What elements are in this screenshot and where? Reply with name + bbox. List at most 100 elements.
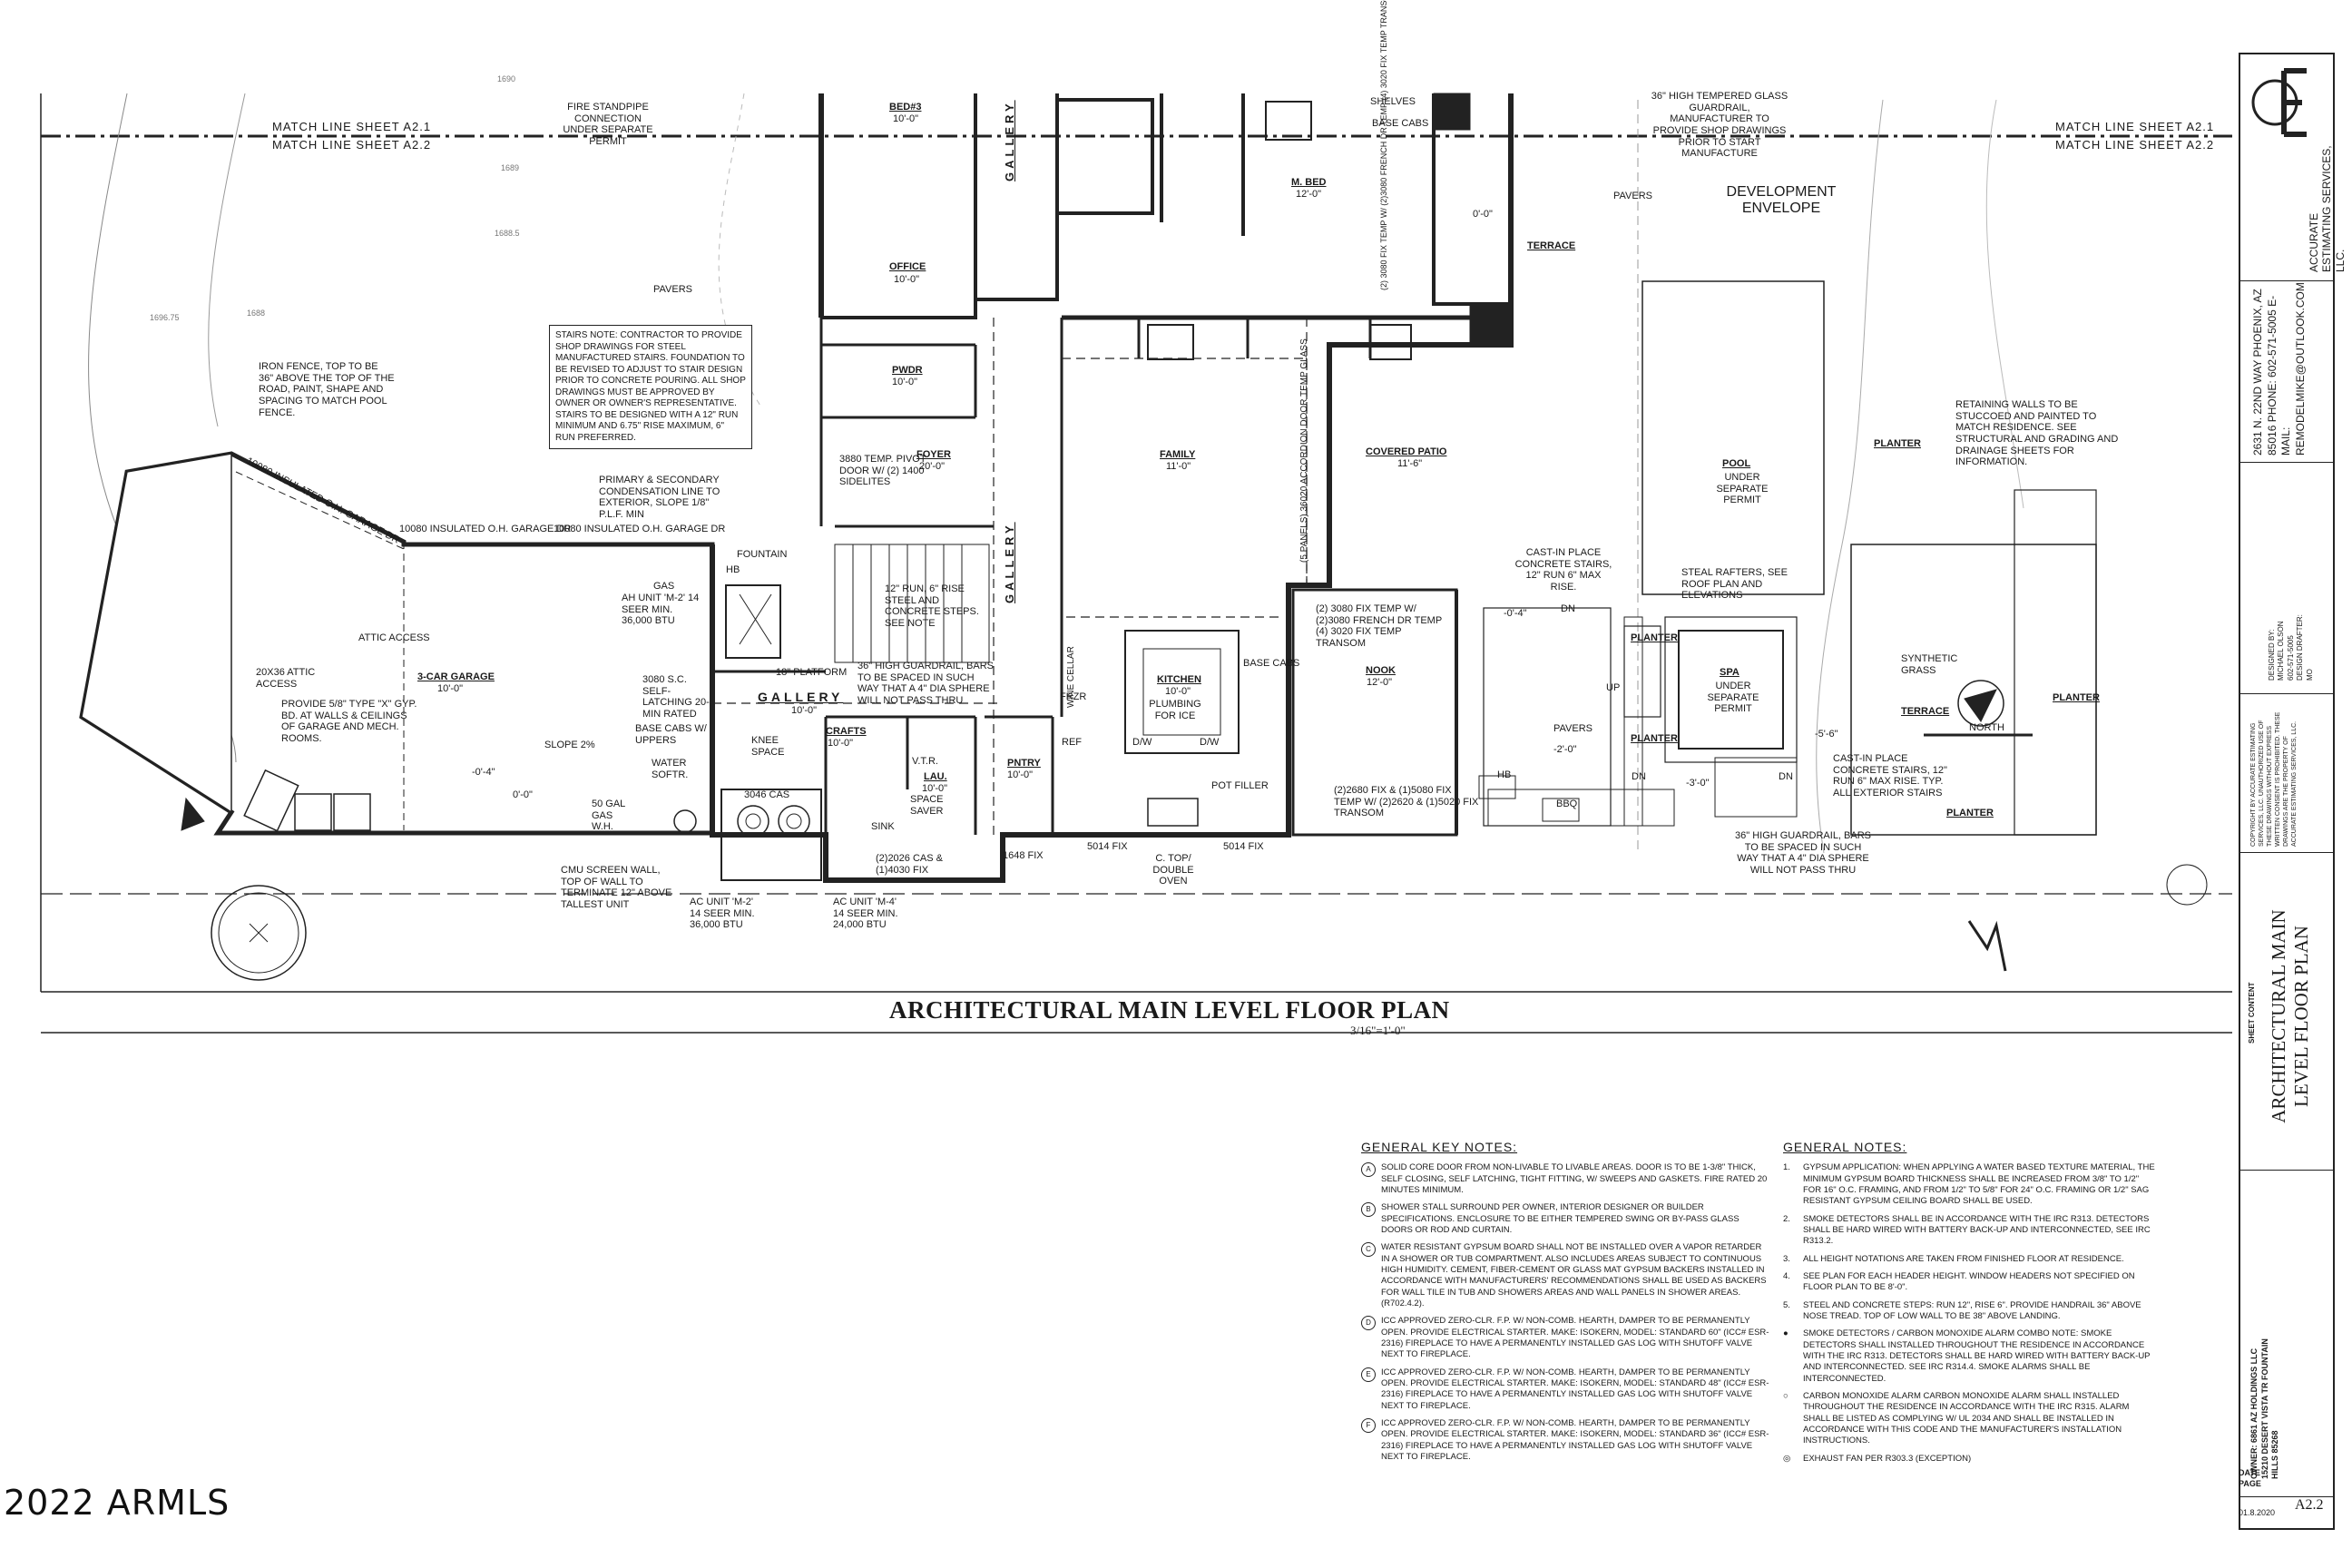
note-number: 3. — [1783, 1253, 1790, 1264]
room-pool: POOL — [1722, 458, 1751, 469]
down-label-3: DN — [1779, 771, 1793, 782]
accordion-door-label: (5 PANELS) 36020 ACCORDION DOOR TEMP GLA… — [1299, 338, 1309, 563]
key-mark: D — [1361, 1316, 1376, 1331]
match-line-a21-right: MATCH LINE SHEET A2.1 — [2055, 120, 2215, 133]
planter-label: PLANTER — [2053, 692, 2100, 703]
general-note-item: 5.STEEL AND CONCRETE STEPS: RUN 12", RIS… — [1783, 1300, 2155, 1323]
room-garage: 3-CAR GARAGE — [417, 671, 495, 682]
title-block-sheet-content: SHEET CONTENT ARCHITECTURAL MAIN LEVEL F… — [2240, 853, 2333, 1171]
title-block-owner: OWNER: 6861 AZ HOLDINGS LLC 15210 DESERT… — [2240, 1171, 2333, 1497]
key-mark: B — [1361, 1202, 1376, 1218]
room-m-bed-dim: 12'-0" — [1296, 189, 1322, 200]
title-block-copyright: COPYRIGHT BY ACCURATE ESTIMATING SERVICE… — [2240, 694, 2333, 853]
cast-stairs-note-2: CAST-IN PLACE CONCRETE STAIRS, 12" RUN 6… — [1833, 753, 1947, 799]
fix-3080-note: (2) 3080 FIX TEMP W/ (2)3080 FRENCH DR T… — [1316, 603, 1442, 649]
key-note-text: SOLID CORE DOOR FROM NON-LIVABLE TO LIVA… — [1381, 1162, 1768, 1195]
general-note-item: ○CARBON MONOXIDE ALARM CARBON MONOXIDE A… — [1783, 1391, 2155, 1447]
synthetic-grass: SYNTHETIC GRASS — [1901, 653, 1958, 676]
pavers-label: PAVERS — [1613, 191, 1652, 201]
platform-label: 18" PLATFORM — [776, 667, 848, 678]
dishwasher-label: D/W — [1132, 737, 1152, 748]
room-office-dim: 10'-0" — [894, 274, 920, 285]
elevation-label: 0'-0" — [513, 789, 533, 800]
garage-door-label: 10080 INSULATED O.H. GARAGE DR — [399, 524, 572, 534]
fountain-label: FOUNTAIN — [737, 549, 788, 560]
owner-info: OWNER: 6861 AZ HOLDINGS LLC 15210 DESERT… — [2249, 1338, 2280, 1479]
plumbing-ice-label: PLUMBING FOR ICE — [1149, 699, 1201, 721]
guardrail-right-note: 36" HIGH GUARDRAIL, BARS TO BE SPACED IN… — [1735, 830, 1871, 876]
planter-label: PLANTER — [1631, 733, 1678, 744]
contour-label: 1688 — [247, 309, 266, 318]
match-line-a21: MATCH LINE SHEET A2.1 — [272, 120, 432, 133]
room-nook: NOOK — [1366, 665, 1396, 676]
pavers-label: PAVERS — [1553, 723, 1592, 734]
stairs-note: STAIRS NOTE: CONTRACTOR TO PROVIDE SHOP … — [549, 325, 752, 449]
room-pwdr: PWDR — [892, 365, 923, 376]
key-note-text: ICC APPROVED ZERO-CLR. F.P. W/ NON-COMB.… — [1381, 1367, 1769, 1411]
down-label-2: DN — [1632, 771, 1646, 782]
room-lau-dim: 10'-0" — [922, 783, 948, 794]
room-office: OFFICE — [889, 261, 926, 272]
company-logo-icon — [2251, 68, 2307, 137]
pivot-door-note: 3880 TEMP. PIVOT DOOR W/ (2) 1400 SIDELI… — [839, 454, 926, 488]
freezer-label: FRZR — [1060, 691, 1087, 702]
cmu-wall-note: CMU SCREEN WALL, TOP OF WALL TO TERMINAT… — [561, 865, 672, 910]
condensation-note: PRIMARY & SECONDARY CONDENSATION LINE TO… — [599, 475, 720, 520]
smoke-detector-icon: ● — [1783, 1328, 1788, 1339]
room-terrace-top: TERRACE — [1527, 240, 1576, 251]
general-note-item: 2.SMOKE DETECTORS SHALL BE IN ACCORDANCE… — [1783, 1214, 2155, 1248]
drawing-title: ARCHITECTURAL MAIN LEVEL FLOOR PLAN — [889, 996, 1450, 1024]
match-line-a22: MATCH LINE SHEET A2.2 — [272, 138, 432, 152]
planter-label: PLANTER — [1631, 632, 1678, 643]
elevation-label: -0'-4" — [472, 767, 495, 778]
general-notes-heading: GENERAL NOTES: — [1783, 1140, 1907, 1154]
page-label: PAGE — [2239, 1479, 2261, 1488]
contour-label: 1688.5 — [495, 229, 520, 238]
room-crafts-dim: 10'-0" — [828, 738, 854, 749]
elevation-label: 0'-0" — [1473, 209, 1493, 220]
kitchen-base-cabs-label: BASE CABS — [1243, 658, 1300, 669]
sheet-page-number: A2.2 — [2295, 1497, 2324, 1513]
base-cabs-label: BASE CABS — [1372, 118, 1429, 129]
note-text: GYPSUM APPLICATION: WHEN APPLYING A WATE… — [1803, 1162, 2155, 1207]
room-family: FAMILY — [1160, 449, 1196, 460]
elevation-label: -2'-0" — [1553, 744, 1577, 755]
room-gallery-dim: 10'-0" — [791, 705, 818, 716]
fix-2680-note: (2)2680 FIX & (1)5080 FIX TEMP W/ (2)262… — [1334, 785, 1479, 819]
general-note-item: 3. ALL HEIGHT NOTATIONS ARE TAKEN FROM FI… — [1783, 1254, 2155, 1265]
shelves-label: SHELVES — [1370, 96, 1416, 107]
pot-filler-label: POT FILLER — [1211, 780, 1269, 791]
note-number: 5. — [1783, 1299, 1790, 1310]
room-covered-patio-dim: 11'-6" — [1397, 458, 1423, 469]
north-label: NORTH — [1969, 722, 2004, 733]
title-block-designer: DESIGNED BY: MICHAEL OLSON 602-571-5005 … — [2240, 463, 2333, 694]
sheet-date: 01.8.2020 — [2239, 1508, 2276, 1517]
key-mark: C — [1361, 1242, 1376, 1258]
room-nook-dim: 12'-0" — [1367, 677, 1393, 688]
contour-label: 1696.75 — [150, 313, 180, 322]
note-text: SMOKE DETECTORS SHALL BE IN ACCORDANCE W… — [1803, 1213, 2151, 1247]
room-pwdr-dim: 10'-0" — [892, 377, 918, 387]
note-text: SEE PLAN FOR EACH HEADER HEIGHT. WINDOW … — [1803, 1270, 2135, 1293]
vtr-label: V.T.R. — [912, 756, 938, 767]
attic-20x36-label: 20x36 ATTIC ACCESS — [256, 667, 316, 690]
guardrail-top-note: 36" HIGH TEMPERED GLASS GUARDRAIL, MANUF… — [1651, 91, 1788, 160]
room-foyer-dim: 20'-0" — [919, 461, 946, 472]
room-bed3: BED#3 — [889, 102, 922, 113]
note-text: ALL HEIGHT NOTATIONS ARE TAKEN FROM FINI… — [1803, 1253, 2124, 1264]
down-label: DN — [1561, 603, 1575, 614]
sink-label: SINK — [871, 821, 895, 832]
development-envelope: DEVELOPMENT ENVELOPE — [1726, 184, 1837, 217]
cast-stairs-note: CAST-IN PLACE CONCRETE STAIRS, 12" RUN 6… — [1514, 547, 1612, 593]
iron-fence-note: IRON FENCE, TOP TO BE 36" ABOVE THE TOP … — [259, 361, 395, 418]
drawing-scale: 3/16"=1'-0" — [1350, 1024, 1406, 1037]
gas-label: GAS — [653, 581, 675, 592]
retaining-walls-note: RETAINING WALLS TO BE STUCCOED AND PAINT… — [1955, 399, 2119, 468]
copyright-text: COPYRIGHT BY ACCURATE ESTIMATING SERVICE… — [2250, 711, 2298, 847]
